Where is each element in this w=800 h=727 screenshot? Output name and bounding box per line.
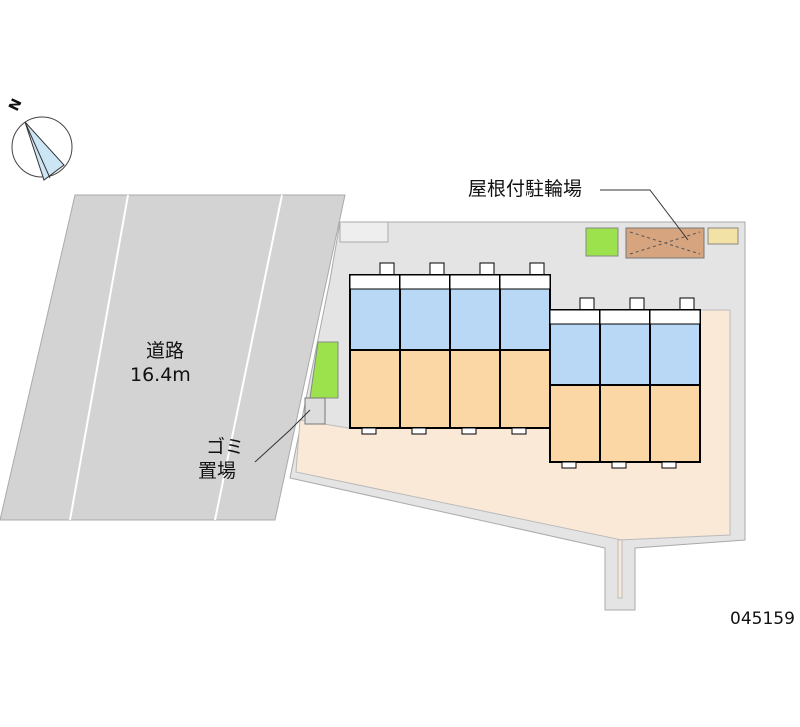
planter (707, 227, 739, 245)
unit-balcony (429, 262, 445, 276)
unit-room (349, 349, 401, 429)
unit-room (549, 384, 601, 463)
unit-entry (499, 274, 551, 290)
unit-room (599, 384, 651, 463)
unit-balcony (479, 262, 495, 276)
unit-balcony (629, 297, 645, 311)
unit-entry (399, 274, 451, 290)
road-line (214, 194, 283, 521)
unit-balcony (579, 297, 595, 311)
road-name-label: 道路 (146, 340, 185, 362)
unit-step (411, 427, 427, 435)
compass-icon (11, 116, 73, 181)
road-line (69, 194, 129, 521)
unit-step (511, 427, 527, 435)
unit-entry (649, 309, 701, 325)
unit-balcony (529, 262, 545, 276)
unit-entry (549, 309, 601, 325)
unit-step (361, 427, 377, 435)
unit-room (499, 349, 551, 429)
unit-entry (599, 309, 651, 325)
lot-notch (339, 221, 389, 243)
unit-balcony (379, 262, 395, 276)
unit-room (399, 349, 451, 429)
bicycle-parking-label: 屋根付駐輪場 (468, 178, 583, 200)
property-id: 045159 (730, 609, 795, 629)
unit-room (649, 384, 701, 463)
road-width-label: 16.4m (130, 364, 191, 386)
unit-step (461, 427, 477, 435)
unit-step (611, 461, 627, 469)
garbage-label-2: 置場 (198, 460, 237, 482)
greenery (585, 227, 619, 257)
greenery (309, 341, 339, 399)
unit-step (661, 461, 677, 469)
apartment-units (349, 262, 701, 469)
unit-entry (449, 274, 501, 290)
unit-balcony (679, 297, 695, 311)
garbage-area (304, 397, 326, 425)
unit-room (449, 349, 501, 429)
unit-step (561, 461, 577, 469)
garbage-label-1: ゴミ (206, 436, 245, 458)
unit-entry (349, 274, 401, 290)
